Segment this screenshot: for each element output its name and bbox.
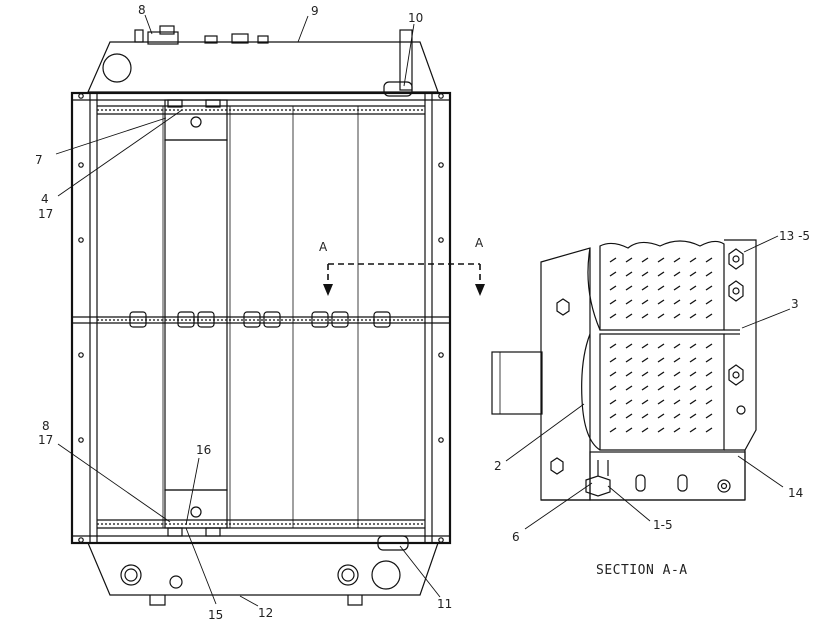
callout-7: 7 (35, 153, 43, 167)
section-marker-right: A (475, 236, 484, 250)
callout-9: 9 (311, 4, 319, 18)
filler-opening (102, 53, 132, 83)
top-fitting (147, 31, 179, 45)
upper-core (599, 240, 725, 331)
radiator-frame (70, 91, 452, 545)
callout-6: 6 (512, 530, 520, 544)
callout-16: 16 (196, 443, 211, 457)
callout-1-5: 1-5 (653, 518, 673, 532)
callout-11: 11 (437, 597, 452, 611)
callout-15: 15 (208, 608, 223, 622)
callout-labels: 8 9 10 7 4 17 8 17 16 15 12 11 13 -5 3 2… (35, 3, 810, 622)
callout-3: 3 (791, 297, 799, 311)
support-strap (164, 139, 228, 491)
callout-10: 10 (408, 11, 423, 25)
rail-bolts (78, 93, 444, 543)
inlet-tube (491, 351, 543, 415)
callout-14: 14 (788, 486, 803, 500)
bottom-tank (87, 542, 439, 596)
callout-2: 2 (494, 459, 502, 473)
outlet-opening (371, 560, 401, 590)
section-title: SECTION A-A (596, 563, 688, 578)
section-a-a-detail (491, 239, 757, 501)
callout-12: 12 (258, 606, 273, 620)
callout-8-bottom: 8 (42, 419, 50, 433)
vent-tube (399, 29, 413, 91)
leader-lines (55, 14, 791, 607)
lower-fins (609, 343, 713, 433)
lower-core (599, 333, 725, 451)
callout-4: 4 (41, 192, 49, 206)
callout-17-top: 17 (38, 207, 53, 221)
upper-fins (609, 257, 713, 319)
side-plate (724, 239, 757, 451)
callout-8-top: 8 (138, 3, 146, 17)
section-marker-left: A (319, 240, 328, 254)
top-tank (87, 41, 439, 93)
tie-rail-clips (129, 311, 391, 328)
radiator-assembly (70, 25, 452, 606)
section-cut-line: A A (319, 236, 485, 296)
callout-13-5: 13 -5 (779, 229, 810, 243)
callout-17-bottom: 17 (38, 433, 53, 447)
